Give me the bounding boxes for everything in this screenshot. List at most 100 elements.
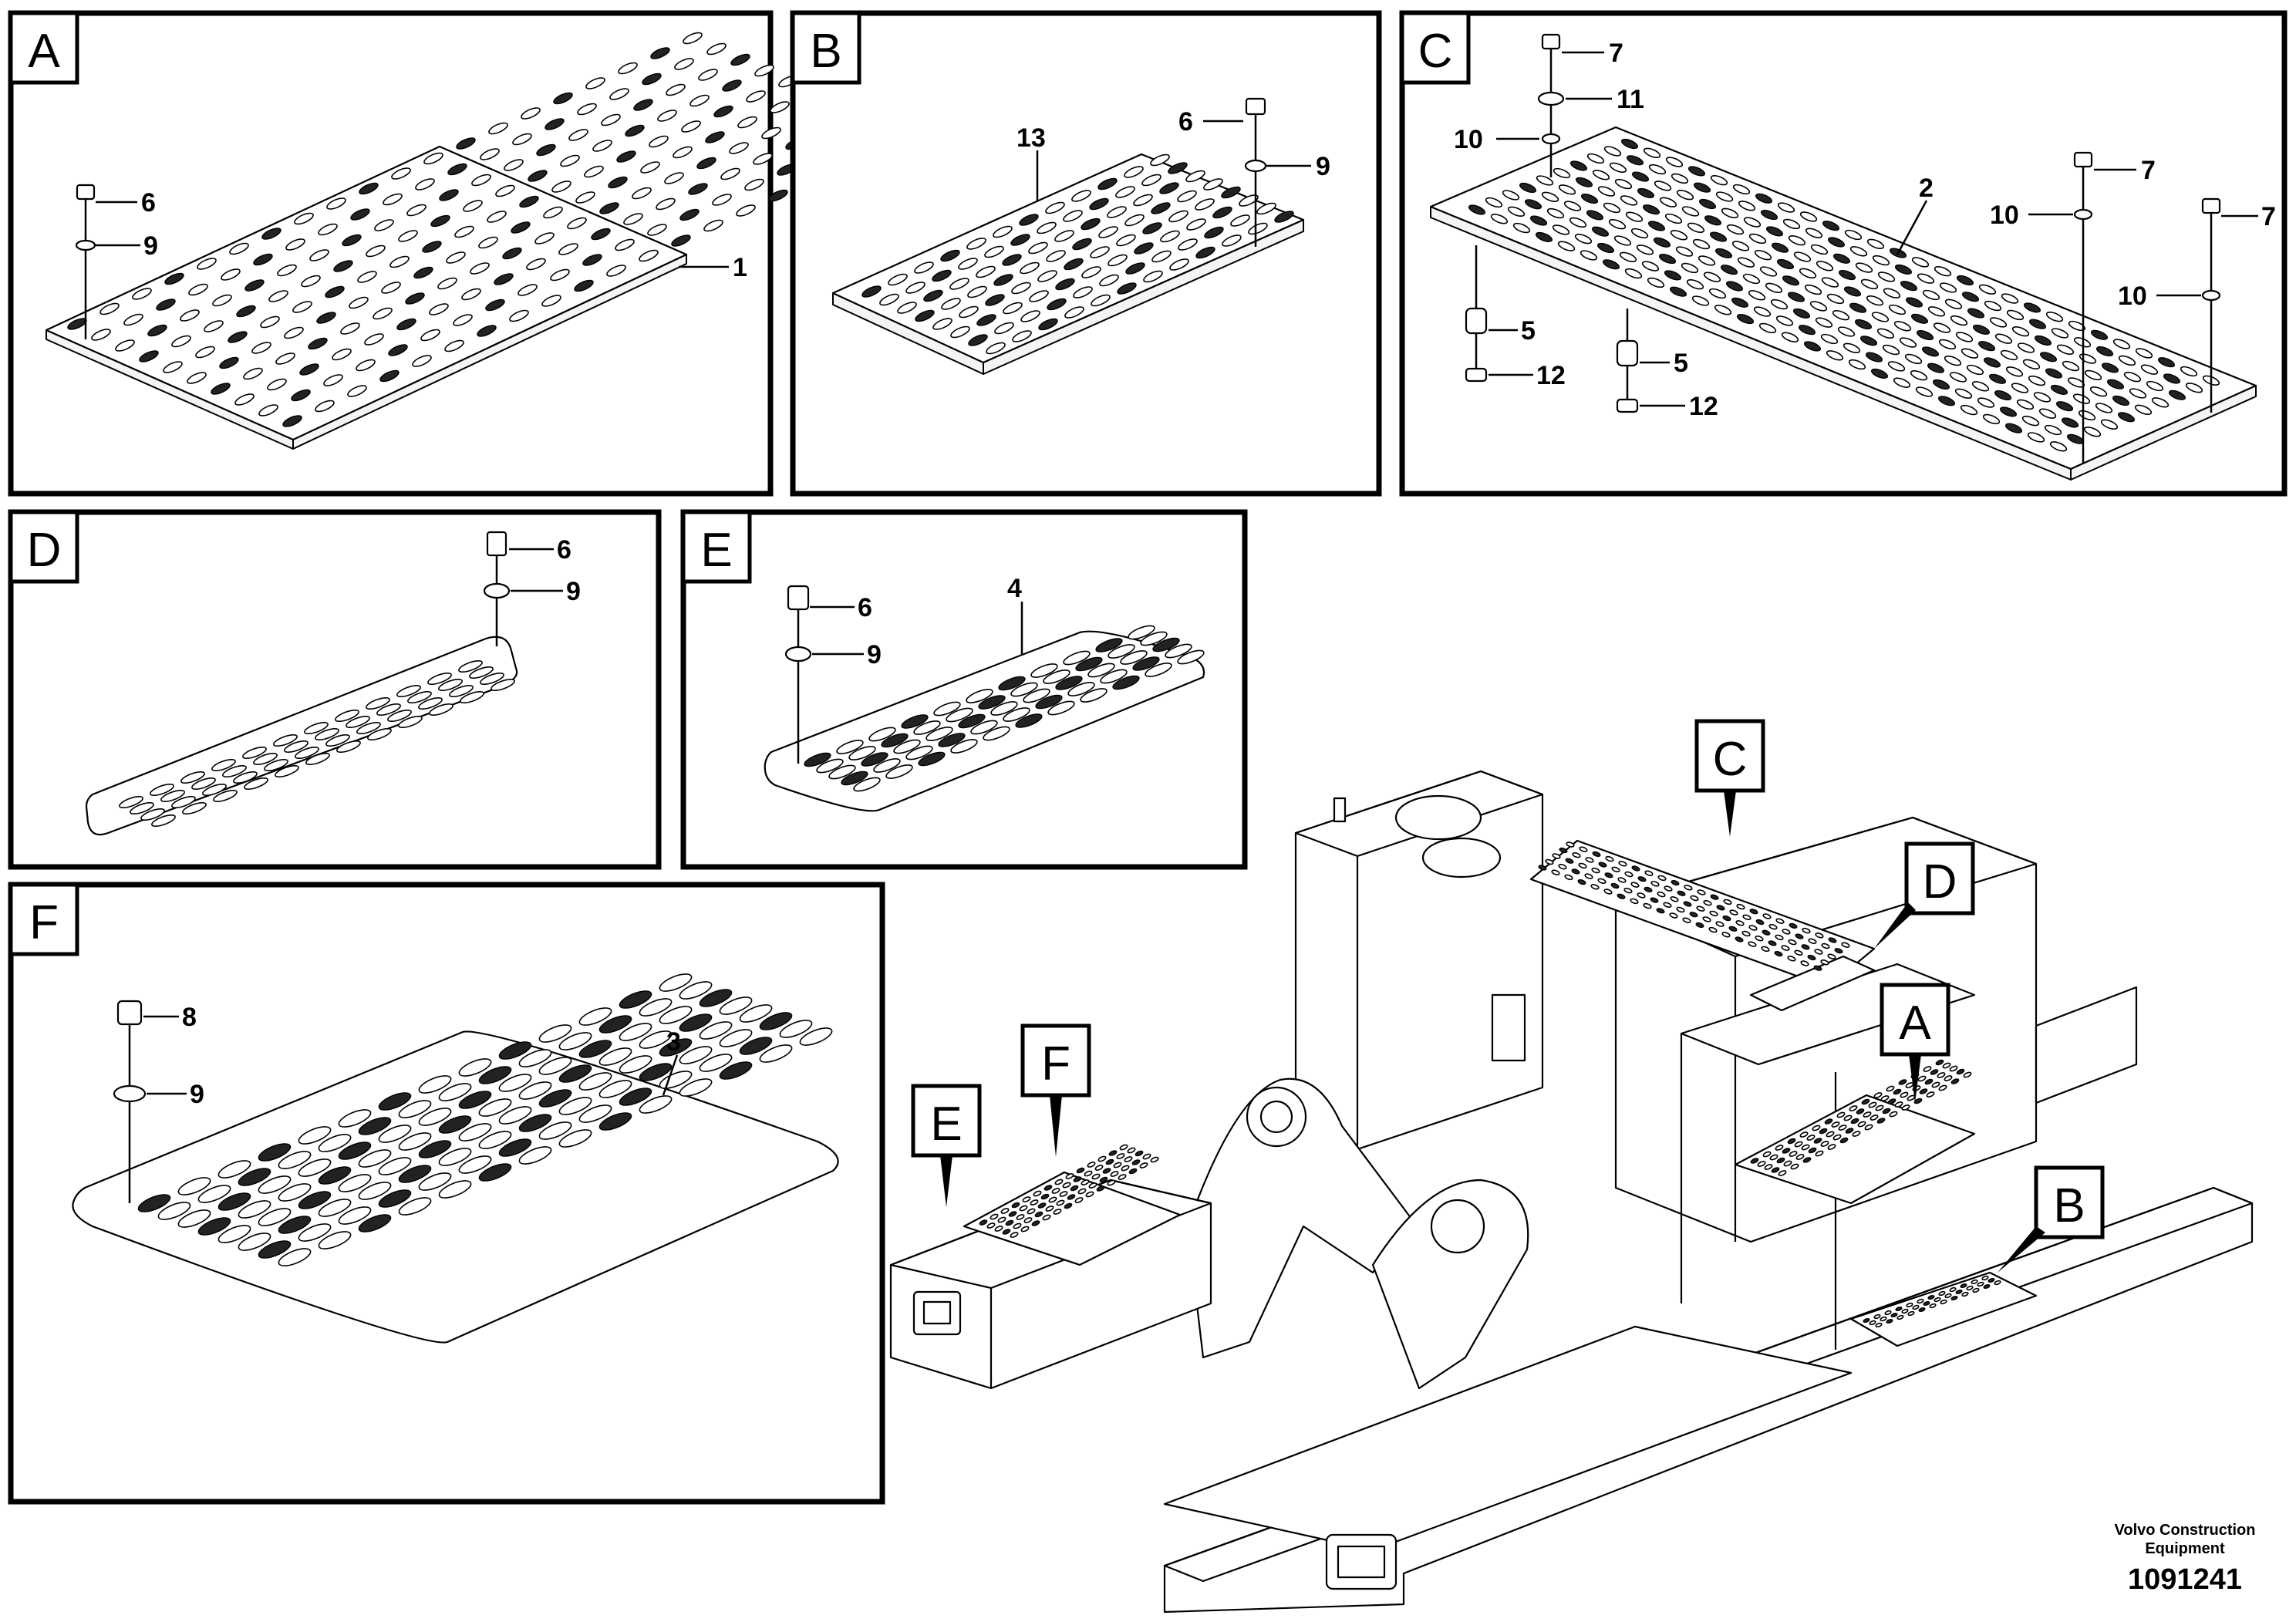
grating-slot — [2168, 389, 2186, 400]
grating-slot — [1043, 669, 1070, 684]
grating-slot — [1949, 1286, 1957, 1293]
grating-slot — [983, 726, 1010, 741]
grating-slot — [1732, 184, 1751, 195]
grating-slot — [1647, 277, 1665, 288]
grating-slot — [2045, 368, 2063, 379]
grating-slot — [1896, 1314, 1904, 1320]
grating-slot — [1994, 1280, 2001, 1286]
grating-slot — [458, 659, 483, 673]
grating-slot — [1040, 1193, 1050, 1200]
panel-c: C 7 11 10 2 7 10 — [1399, 10, 2288, 497]
grating-slot — [633, 99, 653, 111]
grating-slot — [578, 1040, 612, 1058]
grating-slot — [273, 733, 298, 747]
grating-slot — [1880, 1316, 1887, 1322]
grating-slot — [598, 1080, 632, 1098]
grating-slot — [1015, 713, 1043, 728]
grating-slot — [1569, 217, 1587, 228]
grating-slot — [299, 363, 319, 376]
grating-slot — [719, 1029, 753, 1047]
grating-slot — [504, 159, 524, 171]
grating-slot — [990, 1213, 999, 1220]
grating-slot — [1949, 372, 1967, 383]
grating-slot — [1096, 1185, 1105, 1192]
grating-slot — [1955, 1289, 1963, 1295]
grating-slot — [1034, 1211, 1043, 1218]
grating-slot — [1596, 242, 1615, 254]
grating-slot — [1577, 878, 1586, 885]
grating-slot — [2038, 408, 2057, 419]
grating-slot — [1738, 201, 1756, 211]
grating-slot — [1725, 281, 1744, 292]
grating-slot — [1720, 265, 1738, 275]
grating-slot — [378, 1125, 412, 1143]
grating-slot — [1602, 259, 1620, 270]
grating-slot — [1143, 270, 1163, 283]
grating-slot — [1676, 190, 1694, 201]
grating-slot — [1502, 190, 1520, 201]
grating-slot — [1559, 847, 1568, 854]
grating-slot — [2068, 320, 2086, 332]
grating-slot — [2084, 369, 2102, 381]
grating-slot — [1063, 210, 1083, 222]
grating-slot — [1695, 922, 1704, 929]
grating-slot — [848, 746, 876, 760]
grating-slot — [1591, 226, 1610, 237]
grating-slot — [1831, 1121, 1840, 1128]
overview-label-a: A — [1899, 996, 1931, 1050]
panel-c-letter: C — [1418, 25, 1453, 78]
grating-slot — [1043, 1185, 1053, 1191]
grating-slot — [1099, 274, 1119, 287]
grating-slot — [1580, 250, 1598, 261]
grating-slot — [1002, 1229, 1011, 1235]
grating-slot — [914, 261, 934, 274]
grating-slot — [123, 313, 143, 326]
grating-slot — [1159, 182, 1179, 194]
grating-slot — [1120, 650, 1148, 665]
grating-slot — [267, 378, 287, 391]
grating-slot — [2011, 326, 2030, 337]
grating-slot — [659, 973, 693, 992]
grating-slot — [1076, 1167, 1085, 1174]
grating-slot — [1637, 876, 1647, 882]
grating-slot — [1038, 318, 1058, 331]
grating-slot — [1748, 290, 1766, 301]
grating-slot — [2028, 319, 2047, 329]
grating-slot — [364, 333, 384, 346]
grating-slot — [1748, 925, 1758, 931]
grating-slot — [574, 279, 594, 292]
grating-slot — [1731, 241, 1750, 251]
grating-slot — [1085, 1191, 1094, 1198]
grating-slot — [325, 733, 350, 747]
grating-slot — [1121, 1165, 1130, 1172]
grating-slot — [2135, 348, 2153, 359]
grating-slot — [1832, 253, 1851, 264]
grating-slot — [1736, 314, 1755, 325]
grating-slot — [340, 322, 360, 335]
grating-slot — [584, 165, 604, 178]
grating-slot — [2095, 403, 2113, 413]
grating-slot — [1592, 170, 1610, 180]
grating-slot — [1813, 965, 1822, 971]
grating-slot — [619, 1055, 652, 1074]
grating-slot — [1930, 1069, 1939, 1075]
grating-slot — [379, 369, 400, 383]
grating-slot — [558, 1064, 592, 1083]
screw-6-d — [483, 531, 511, 646]
grating-slot — [1812, 1125, 1821, 1131]
grating-slot — [1815, 1150, 1824, 1157]
grating-slot — [1553, 167, 1571, 179]
grating-slot — [632, 187, 652, 200]
grating-slot — [1221, 186, 1241, 199]
grating-slot — [1107, 206, 1127, 218]
grating-slot — [1653, 237, 1671, 248]
grating-slot — [187, 372, 207, 384]
grating-slot — [1876, 1118, 1886, 1124]
grating-slot — [1753, 306, 1772, 317]
grating-slot — [1619, 251, 1637, 262]
grating-slot — [736, 204, 756, 217]
grating-slot — [1598, 862, 1607, 868]
panel-e-letter: E — [700, 524, 732, 577]
grating-slot — [550, 268, 570, 282]
grating-slot — [1972, 324, 1991, 335]
